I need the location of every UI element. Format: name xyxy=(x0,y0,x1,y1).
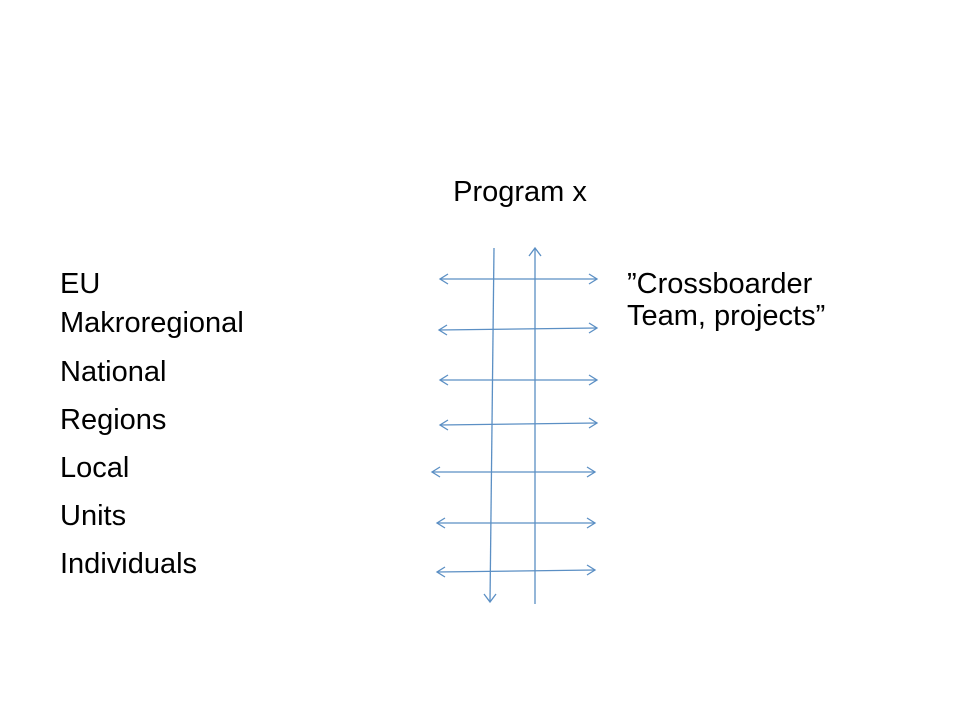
double-arrow-eu xyxy=(438,273,599,285)
crossborder-label-line1: ”Crossboarder xyxy=(627,268,813,300)
down-arrow xyxy=(483,247,497,604)
double-arrow-makroregional xyxy=(437,322,599,336)
level-local: Local xyxy=(60,452,130,484)
double-arrow-individuals xyxy=(435,564,597,578)
level-eu: EU xyxy=(60,268,101,300)
double-arrow-local xyxy=(430,466,597,478)
level-national: National xyxy=(60,356,167,388)
program-title: Program x xyxy=(453,176,587,208)
double-arrow-regions xyxy=(438,417,599,431)
level-makroregional: Makroregional xyxy=(60,307,244,339)
level-regions: Regions xyxy=(60,404,167,436)
level-individuals: Individuals xyxy=(60,548,198,580)
double-arrow-units xyxy=(435,517,597,529)
up-arrow xyxy=(528,246,542,604)
crossborder-label: ”Crossboarder Team, projects” xyxy=(627,268,825,332)
level-units: Units xyxy=(60,500,127,532)
double-arrow-national xyxy=(438,374,599,386)
crossborder-label-line2: Team, projects” xyxy=(627,300,826,332)
